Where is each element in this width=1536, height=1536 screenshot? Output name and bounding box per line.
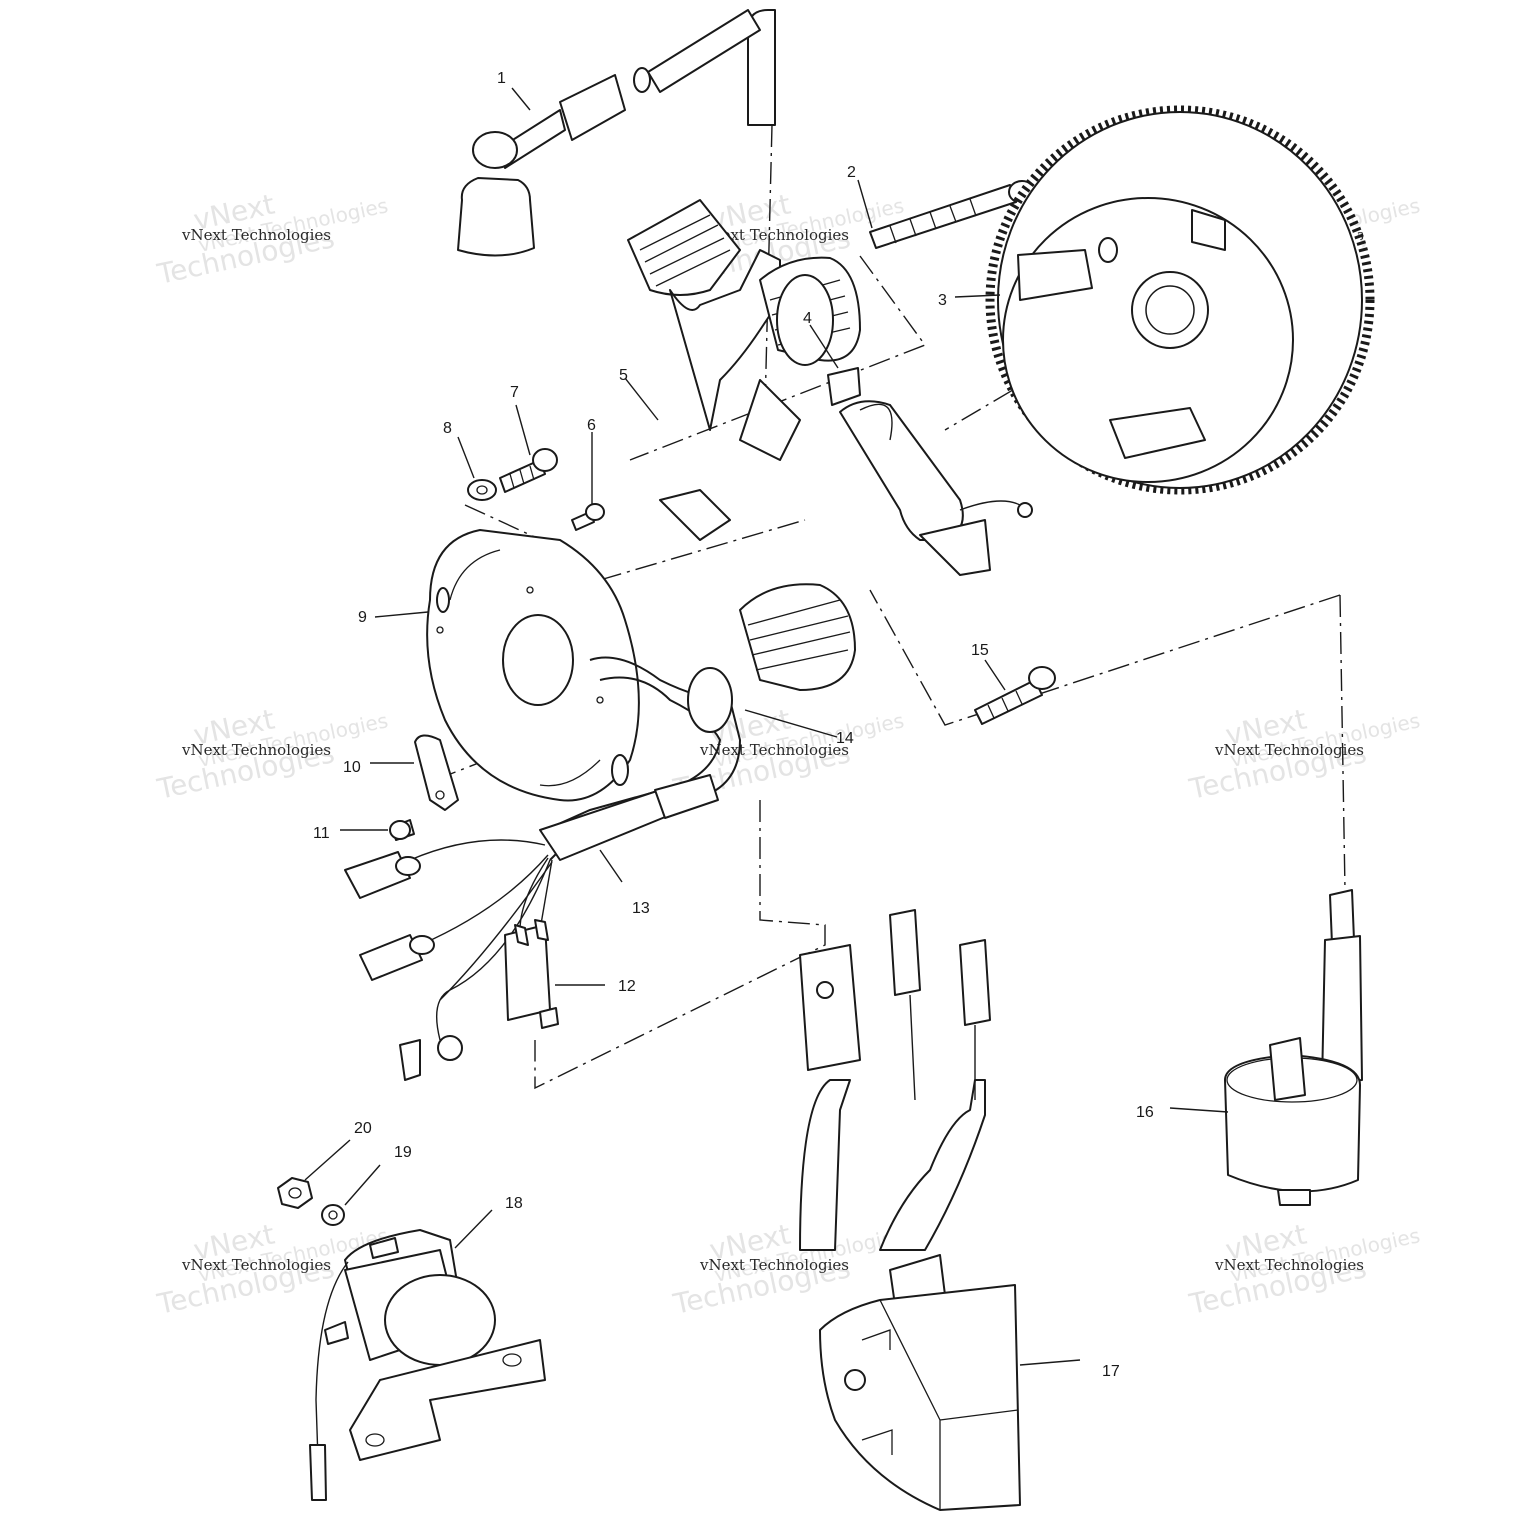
svg-text:vNext Technologies: vNext Technologies xyxy=(1214,1256,1364,1274)
trigger-coil xyxy=(827,367,1033,576)
wire-harness xyxy=(539,656,742,861)
washer-19 xyxy=(321,1204,345,1226)
svg-text:vNext Technologies: vNext Technologies xyxy=(699,741,849,759)
callout-11: 11 xyxy=(313,825,330,842)
spark-plug-cap xyxy=(457,9,776,257)
callout-12: 12 xyxy=(618,978,636,995)
cdi-box xyxy=(799,909,1021,1511)
callout-15: 15 xyxy=(971,642,989,659)
watermark-bottom-right: vNext vNext Technologies Technologies vN… xyxy=(1186,1218,1422,1321)
clip-10 xyxy=(414,734,459,811)
callout-14: 14 xyxy=(836,730,854,747)
ignition-coil xyxy=(1224,889,1363,1206)
callout-9: 9 xyxy=(358,609,367,626)
svg-text:vNext Technologies: vNext Technologies xyxy=(1214,741,1364,759)
svg-text:vNext Technologies: vNext Technologies xyxy=(181,741,331,759)
callout-labels: 1 2 3 4 5 6 7 8 9 10 11 12 13 14 15 16 1… xyxy=(313,70,1154,1380)
callout-20: 20 xyxy=(354,1120,372,1137)
connector-12 xyxy=(504,919,559,1029)
watermark-mid-right: vNext vNext Technologies Technologies vN… xyxy=(1186,703,1422,806)
flywheel xyxy=(985,105,1375,495)
watermark-top-left: vNext vNext Technologies Technologies vN… xyxy=(154,188,390,291)
callout-17: 17 xyxy=(1102,1363,1120,1380)
callout-6: 6 xyxy=(587,417,596,434)
callout-5: 5 xyxy=(619,367,628,384)
svg-text:vNext Technologies: vNext Technologies xyxy=(699,226,849,244)
screw-11 xyxy=(389,819,415,841)
svg-text:vNext Technologies: vNext Technologies xyxy=(699,1256,849,1274)
callout-16: 16 xyxy=(1136,1104,1154,1121)
callout-10: 10 xyxy=(343,759,361,776)
callout-13: 13 xyxy=(632,900,650,917)
callout-7: 7 xyxy=(510,384,519,401)
callout-2: 2 xyxy=(847,164,856,181)
stator-plate xyxy=(426,529,640,802)
harness-leads xyxy=(344,839,553,1081)
callout-3: 3 xyxy=(938,292,947,309)
callout-18: 18 xyxy=(505,1195,523,1212)
stator-coils xyxy=(627,199,861,691)
callout-19: 19 xyxy=(394,1144,412,1161)
starter-solenoid xyxy=(309,1229,546,1501)
watermark-mid-left: vNext vNext Technologies Technologies vN… xyxy=(154,703,390,806)
nut-20 xyxy=(277,1177,313,1209)
callout-1: 1 xyxy=(497,70,506,87)
svg-text:vNext Technologies: vNext Technologies xyxy=(181,226,331,244)
leader-lines xyxy=(304,87,1229,1366)
washer-8 xyxy=(467,479,497,501)
screw-15 xyxy=(974,666,1056,725)
callout-4: 4 xyxy=(803,310,812,327)
screw-7 xyxy=(499,448,558,493)
screw-6 xyxy=(571,503,605,531)
callout-8: 8 xyxy=(443,420,452,437)
svg-text:vNext Technologies: vNext Technologies xyxy=(181,1256,331,1274)
